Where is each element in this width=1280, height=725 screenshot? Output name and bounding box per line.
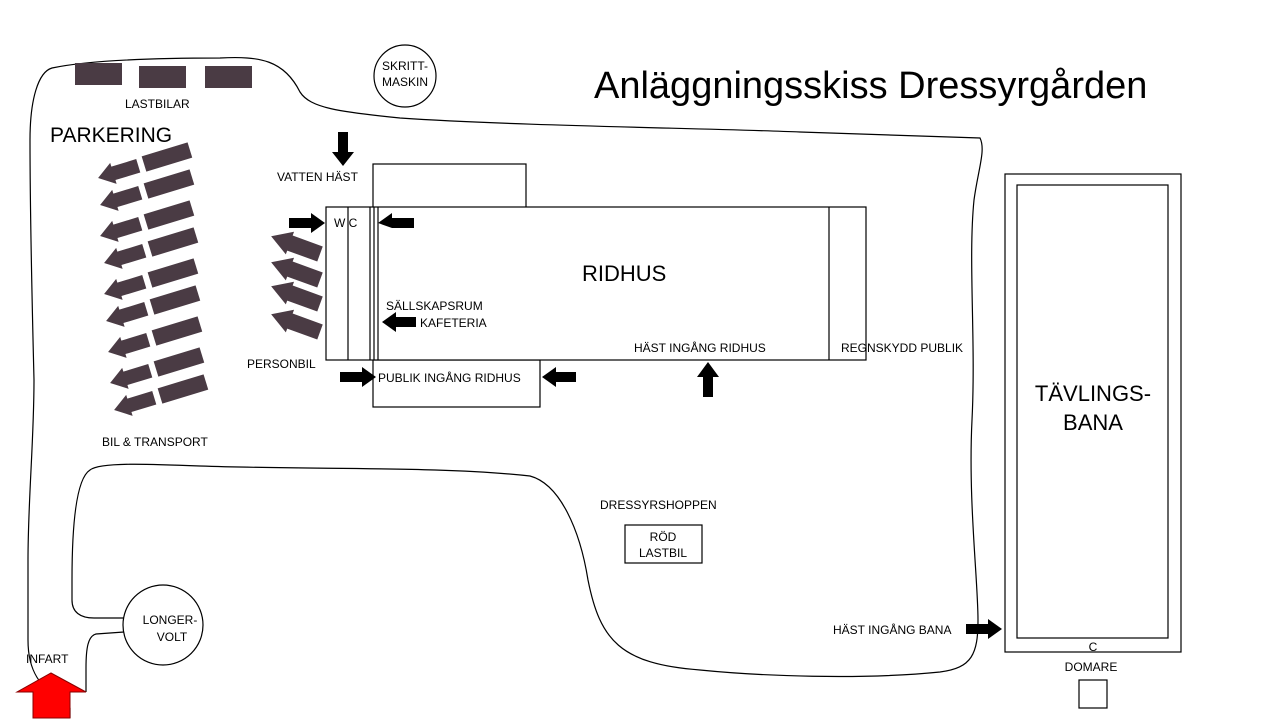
domare-box xyxy=(1078,679,1108,709)
hast-ingang-ridhus-arrow xyxy=(697,362,719,397)
personbil-arrows xyxy=(271,231,323,340)
publik-outer-arrow xyxy=(340,367,376,387)
infart-arrow xyxy=(15,672,87,719)
parked-vehicle xyxy=(114,374,209,416)
bil-transport-label: BIL & TRANSPORT xyxy=(102,435,208,449)
kafeteria-arrow xyxy=(382,312,416,332)
infart-road-edge xyxy=(85,631,125,692)
wc-inner-arrow xyxy=(378,213,414,233)
parked-vehicle xyxy=(108,316,203,358)
vatten-hast-label: VATTEN HÄST xyxy=(277,170,359,184)
personbil-arrow xyxy=(271,257,323,288)
wc-outer-arrow xyxy=(289,213,325,233)
kafeteria-label: KAFETERIA xyxy=(420,316,487,330)
tavlingsbana-arena xyxy=(1016,184,1169,639)
personbil-label: PERSONBIL xyxy=(247,357,316,371)
skrittmaskin-label-1: SKRITT- xyxy=(382,59,428,73)
personbil-arrow xyxy=(271,281,323,312)
parked-vehicle xyxy=(100,169,195,211)
lastbil-1 xyxy=(75,63,122,85)
skrittmaskin-label-2: MASKIN xyxy=(382,75,428,89)
longervolt-label-2: VOLT xyxy=(157,630,188,644)
entrance-arrows xyxy=(289,132,1002,639)
personbil-arrow xyxy=(271,231,323,262)
parked-vehicle xyxy=(104,227,199,269)
hast-ingang-bana-label: HÄST INGÅNG BANA xyxy=(833,622,951,637)
infart-label: INFART xyxy=(26,652,69,666)
sallskapsrum-label: SÄLLSKAPSRUM xyxy=(386,299,483,313)
longervolt-label-1: LONGER- xyxy=(143,613,198,627)
grounds-boundary xyxy=(27,57,983,718)
publik-inner-arrow xyxy=(542,367,576,387)
lastbil-2 xyxy=(139,66,186,88)
publik-ingang-ridhus-label: PUBLIK INGÅNG RIDHUS xyxy=(378,370,521,385)
hast-ingang-ridhus-label: HÄST INGÅNG RIDHUS xyxy=(634,340,766,355)
rod-lastbil-label-2: LASTBIL xyxy=(639,546,687,560)
tavlingsbana-label-2: BANA xyxy=(1063,410,1123,435)
personbil-arrow xyxy=(271,309,323,340)
parking-vehicles xyxy=(98,142,209,416)
page-title: Anläggningsskiss Dressyrgården xyxy=(594,65,1147,107)
parked-vehicle xyxy=(104,258,199,300)
vatten-hast-arrow xyxy=(332,132,354,166)
domare-label: DOMARE xyxy=(1065,660,1118,674)
c-marker-label: C xyxy=(1089,640,1098,654)
tavlingsbana-label-1: TÄVLINGS- xyxy=(1035,381,1151,406)
lastbilar-label: LASTBILAR xyxy=(125,97,190,111)
parked-vehicle xyxy=(100,200,195,242)
lastbil-3 xyxy=(205,66,252,88)
regnskydd-publik-label: REGNSKYDD PUBLIK xyxy=(841,341,963,355)
rod-lastbil-label-1: RÖD xyxy=(650,530,677,544)
dressyrshoppen-label: DRESSYRSHOPPEN xyxy=(600,498,717,512)
longervolt-circle xyxy=(122,584,204,666)
ridhus-building xyxy=(325,206,867,361)
rod-lastbil-box xyxy=(624,524,703,564)
building-north-annex xyxy=(372,163,527,209)
ridhus-label: RIDHUS xyxy=(582,261,666,286)
hast-ingang-bana-arrow xyxy=(966,619,1002,639)
parked-vehicle xyxy=(98,142,193,184)
parked-vehicle xyxy=(110,347,205,389)
parkering-label: PARKERING xyxy=(50,124,172,147)
skrittmaskin-circle xyxy=(373,44,437,108)
wc-label: W C xyxy=(334,216,358,230)
parked-vehicle xyxy=(106,285,201,327)
building-south-annex xyxy=(372,359,541,408)
